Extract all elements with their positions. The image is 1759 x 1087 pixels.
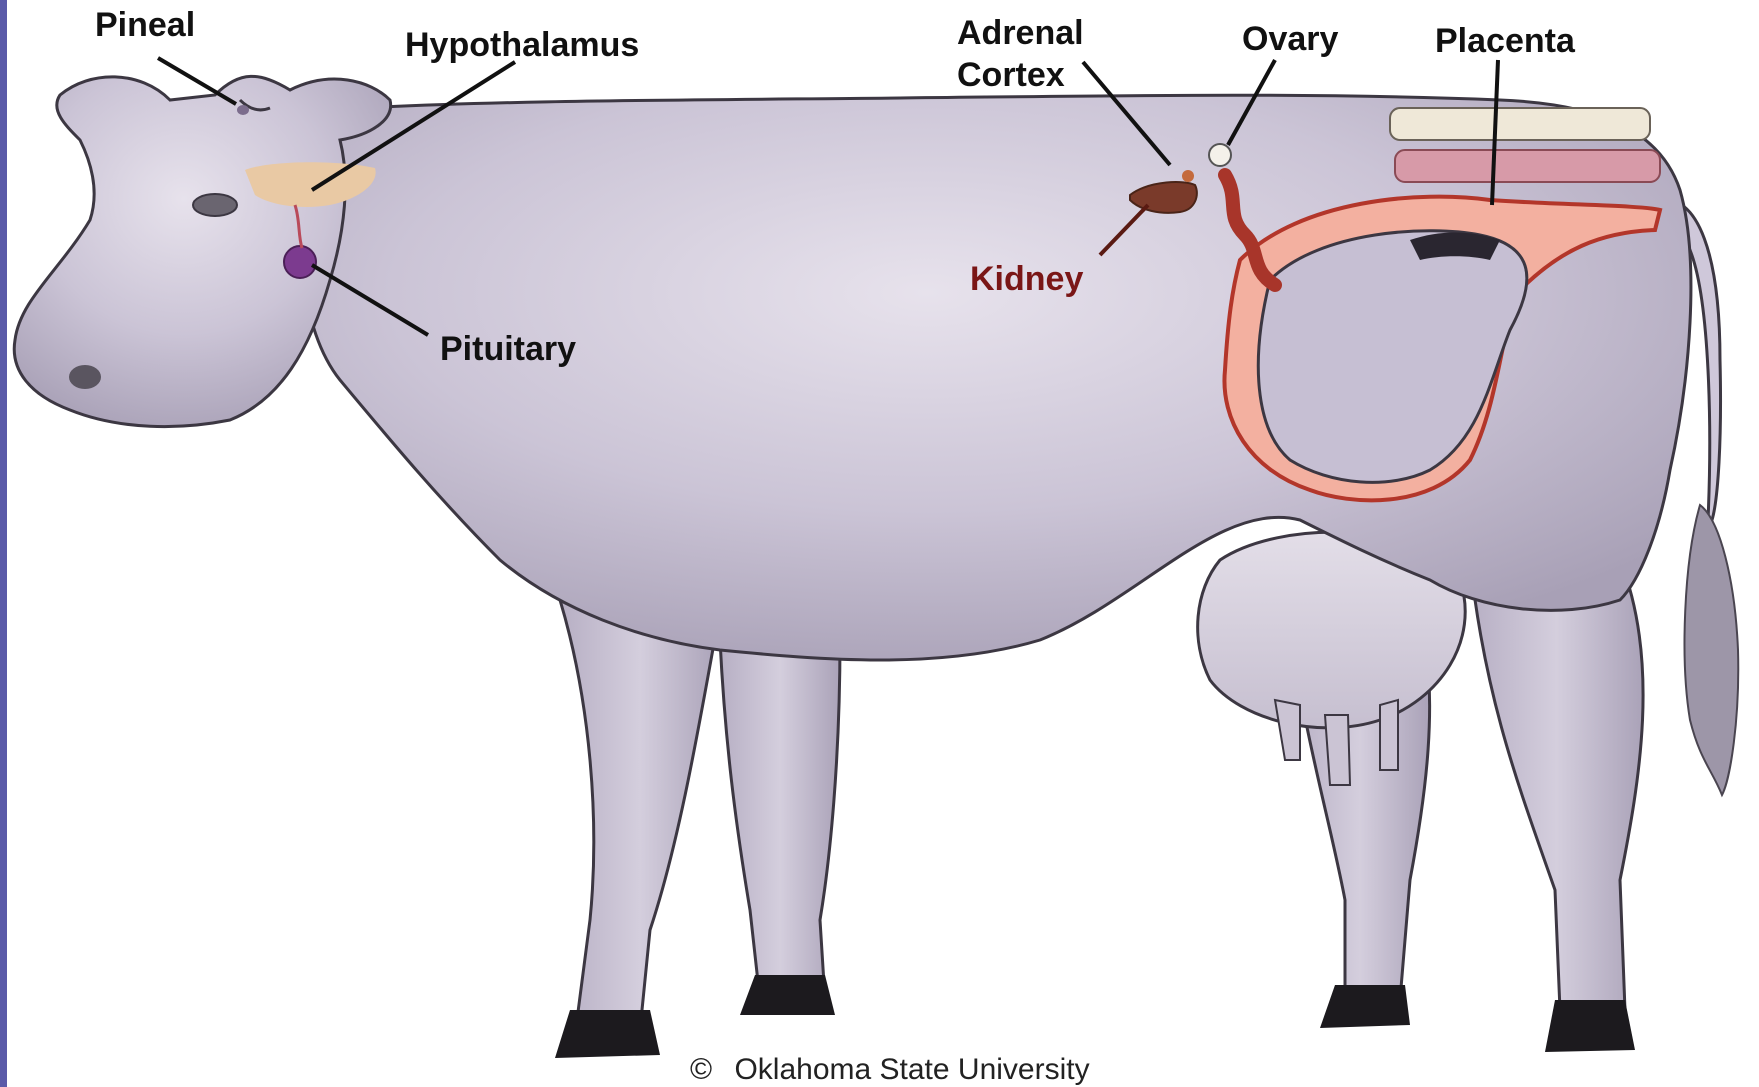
label-adrenal-cortex-line2: Cortex [957,58,1065,92]
copyright-credit: © Oklahoma State University [690,1055,1090,1085]
hooves [555,975,1635,1058]
copyright-symbol: © [690,1053,712,1086]
pineal-organ [237,105,249,115]
label-hypothalamus: Hypothalamus [405,28,639,62]
ovary [1209,144,1231,166]
eye [193,194,237,216]
nostril [69,365,101,389]
label-pineal: Pineal [95,8,195,42]
label-placenta: Placenta [1435,24,1575,58]
front-legs [560,600,840,1035]
label-ovary: Ovary [1242,22,1338,56]
label-pituitary: Pituitary [440,332,576,366]
label-kidney: Kidney [970,262,1083,296]
label-adrenal-cortex-line1: Adrenal [957,16,1084,50]
credit-text: Oklahoma State University [734,1053,1089,1086]
